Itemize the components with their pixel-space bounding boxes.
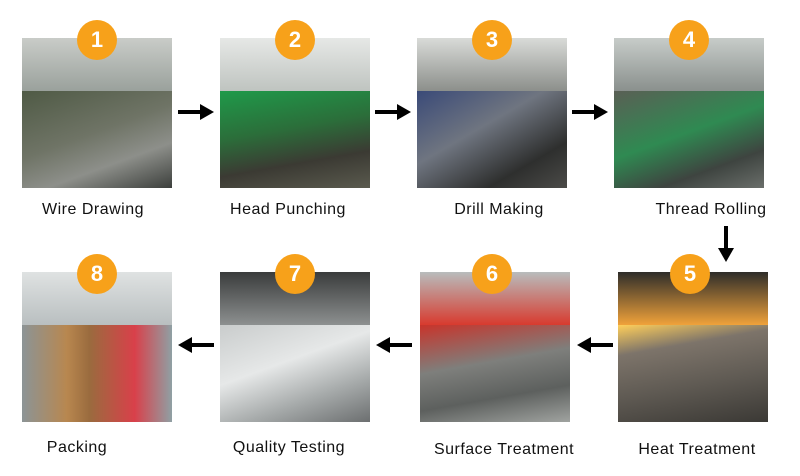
step-badge: 1 [77,20,117,60]
step-label: Wire Drawing [41,201,144,218]
photo-wire-drawing [22,38,172,188]
step-label: Thread Rolling [655,201,767,218]
step-badge: 8 [77,254,117,294]
step-label: Quality Testing [232,439,346,456]
step-badge: 7 [275,254,315,294]
photo-drill-making [417,38,567,188]
arrow-right-icon [178,104,214,120]
photo-quality-testing [220,272,370,422]
step-label: Packing [46,439,108,456]
photo-packing [22,272,172,422]
step-badge: 5 [670,254,710,294]
arrow-left-icon [178,337,214,353]
arrow-right-icon [375,104,411,120]
step-badge: 3 [472,20,512,60]
step-label: Heat Treatment [638,441,756,458]
photo-surface-treatment [420,272,570,422]
arrow-left-icon [577,337,613,353]
photo-heat-treatment [618,272,768,422]
arrow-left-icon [376,337,412,353]
step-badge: 2 [275,20,315,60]
arrow-down-icon [718,226,734,262]
step-badge: 4 [669,20,709,60]
step-label: Head Punching [230,201,346,218]
photo-thread-rolling [614,38,764,188]
photo-head-punching [220,38,370,188]
step-label: Surface Treatment [433,441,575,458]
step-label: Drill Making [454,201,544,218]
step-badge: 6 [472,254,512,294]
arrow-right-icon [572,104,608,120]
